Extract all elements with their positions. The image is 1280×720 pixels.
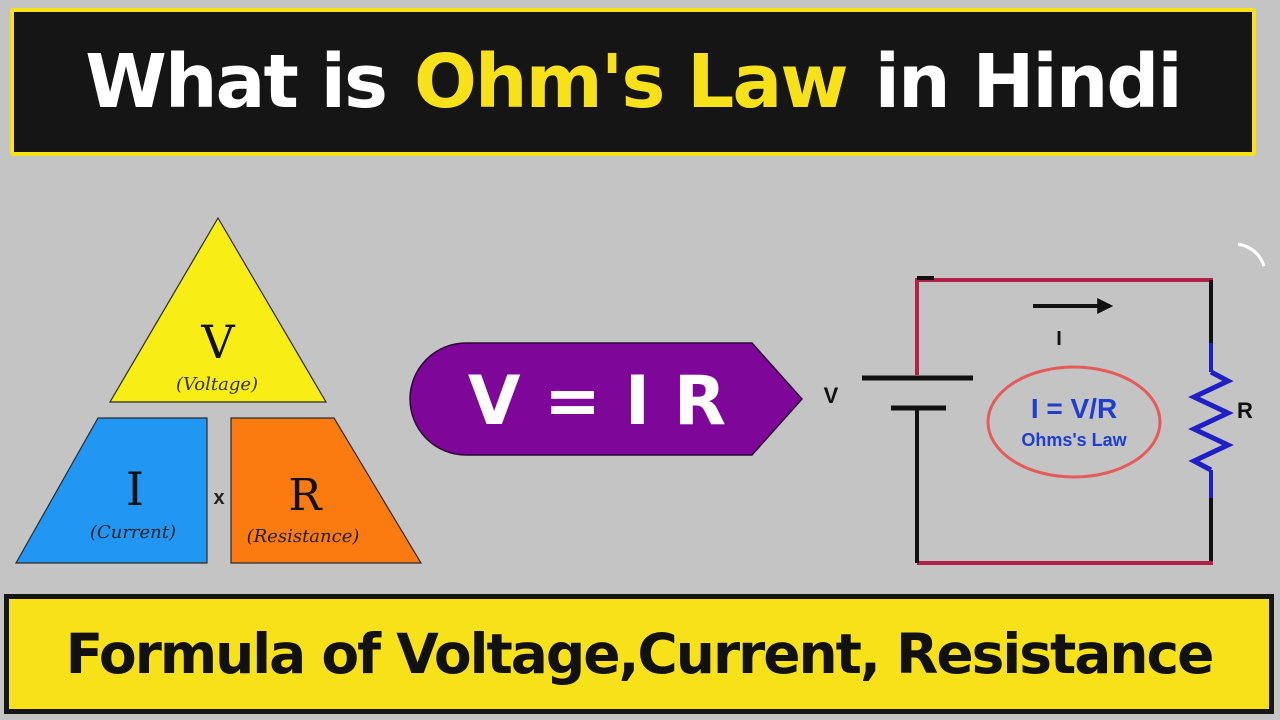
voltage-symbol: V (200, 315, 235, 369)
circuit-diagram: V I R I = V/R Ohms's Law (824, 276, 1253, 565)
title-text-part1: What is (85, 39, 388, 125)
current-section (14, 417, 208, 564)
law-name: Ohms's Law (1021, 430, 1127, 450)
resistance-section (230, 417, 423, 564)
formula-badge: V = I R (409, 342, 804, 456)
battery-label: V (824, 383, 839, 408)
voltage-section (108, 216, 328, 403)
corner-curl (1237, 242, 1266, 267)
formula-text: V = I R (468, 362, 726, 441)
resistance-label: (Resistance) (247, 526, 360, 547)
title-highlight: Ohm's Law (414, 39, 849, 125)
resistance-symbol: R (288, 470, 323, 521)
law-formula: I = V/R (1031, 393, 1117, 424)
resistor-label: R (1237, 398, 1253, 423)
title-text-part2: in Hindi (874, 39, 1183, 125)
resistor-zigzag (1188, 369, 1234, 473)
current-symbol: I (126, 462, 144, 516)
wire-top (915, 278, 1213, 375)
formula-badge-shape (409, 342, 804, 456)
current-arrow-label: I (1056, 328, 1062, 350)
current-label: (Current) (90, 522, 176, 543)
voltage-label: (Voltage) (176, 374, 258, 395)
multiply-operator: x (213, 487, 224, 509)
footer-text: Formula of Voltage,Current, Resistance (65, 622, 1215, 686)
footer-banner: Formula of Voltage,Current, Resistance (4, 594, 1274, 714)
law-ellipse (986, 365, 1162, 479)
ohms-triangle: V (Voltage) I (Current) R (Resistance) x (14, 216, 423, 564)
title-banner: What is Ohm's Law in Hindi (10, 8, 1256, 156)
